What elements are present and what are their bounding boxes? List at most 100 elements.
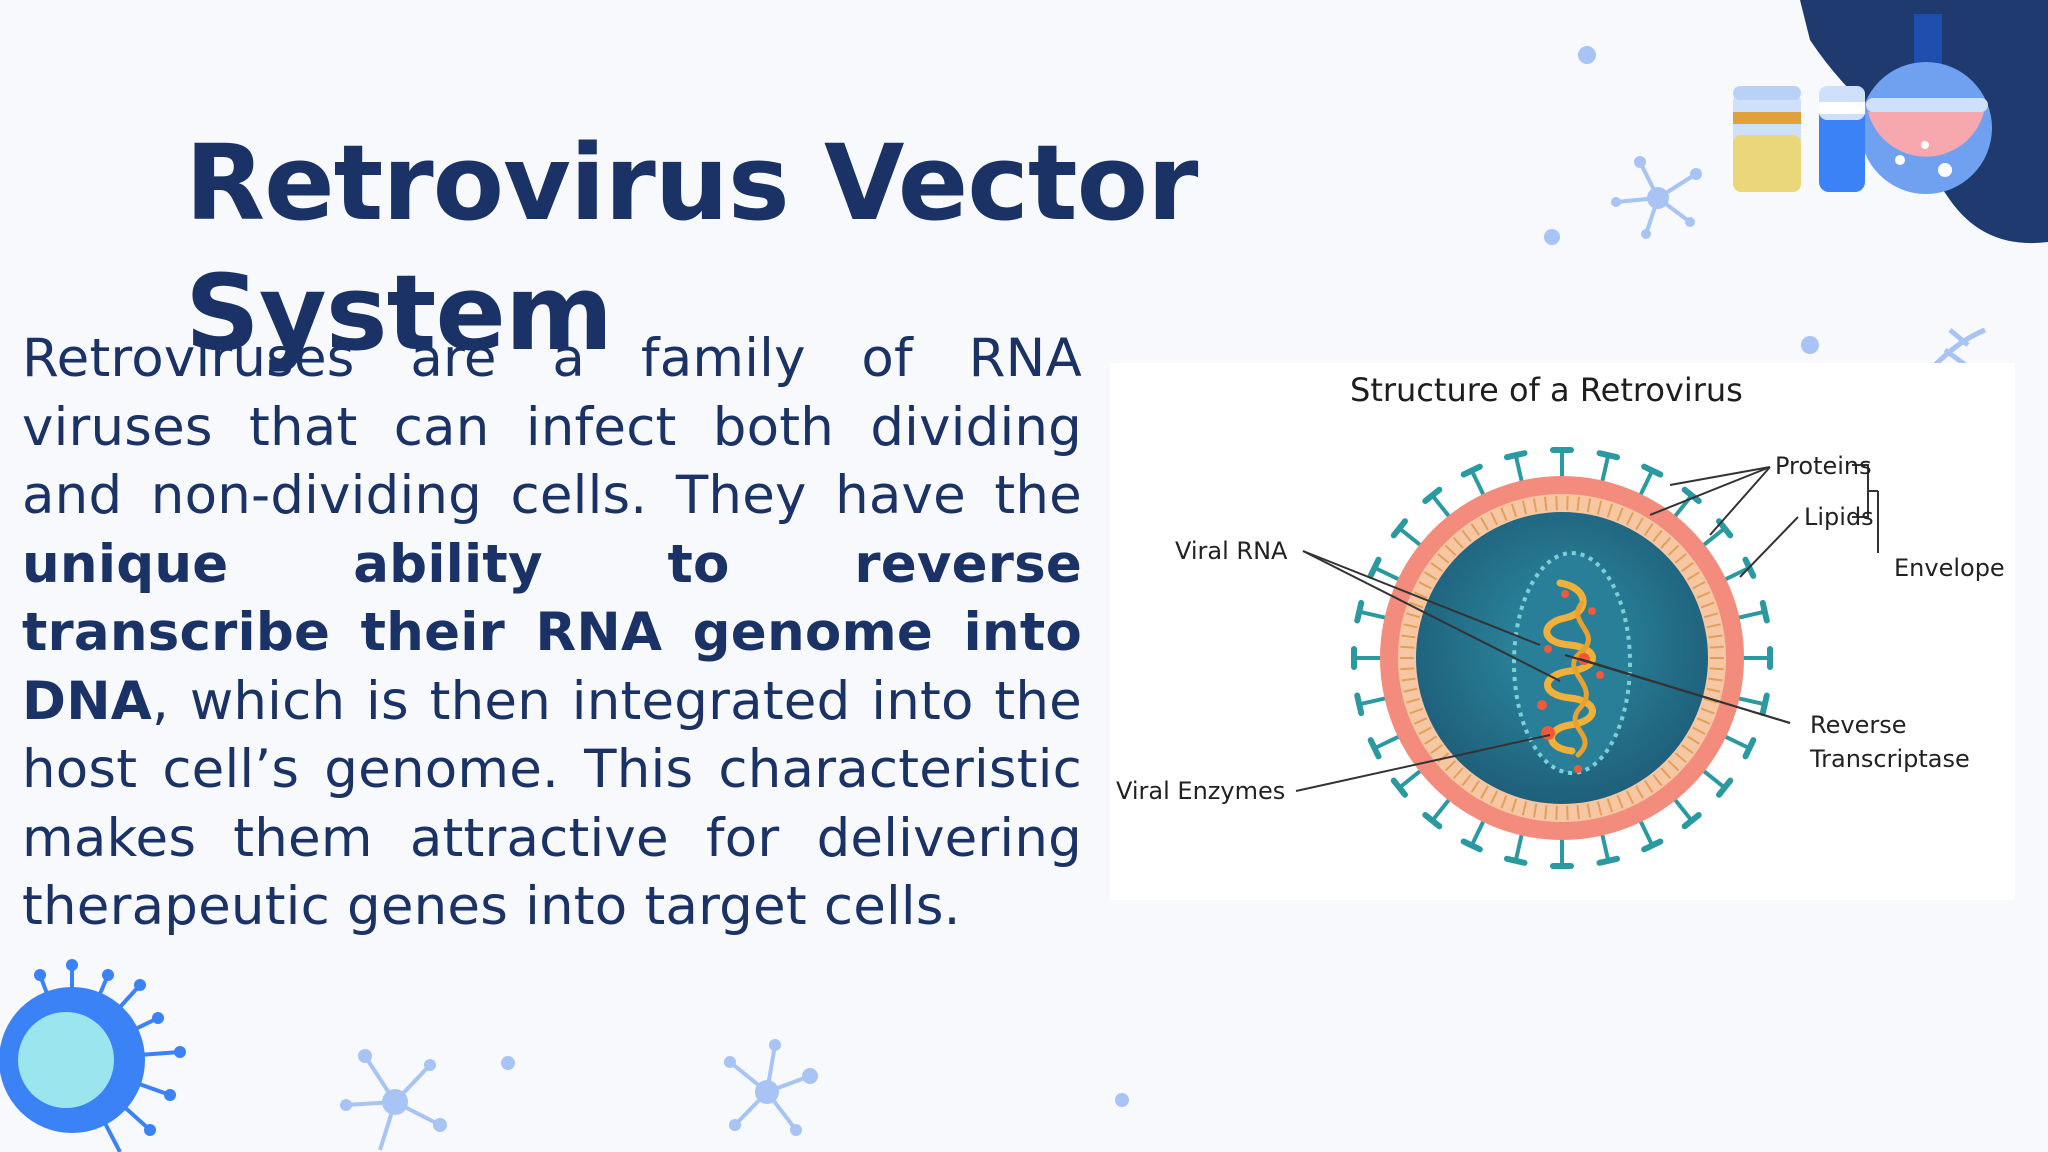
- lipid-tick: [1480, 785, 1489, 799]
- molecule-icon: [724, 1039, 818, 1136]
- lipid-tick: [1405, 697, 1421, 704]
- lipid-tick: [1660, 767, 1672, 780]
- label-transcriptase: Transcriptase: [1809, 745, 1970, 773]
- protein-spike-head: [1641, 463, 1664, 478]
- lipid-tick: [1400, 667, 1415, 671]
- retrovirus-figure: Structure of a Retrovirus: [1110, 363, 2015, 900]
- lipid-tick: [1418, 726, 1432, 735]
- lipid-tick: [1461, 774, 1472, 787]
- dot: [1544, 229, 1560, 245]
- page-title: Retrovirus Vector System: [185, 122, 1198, 374]
- dot: [1115, 1093, 1129, 1107]
- lipid-tick: [1703, 697, 1719, 704]
- protein-spike-head: [1367, 556, 1382, 579]
- lipid-tick: [1706, 687, 1721, 693]
- label-viral-enzymes: Viral Enzymes: [1116, 777, 1285, 805]
- lipid-tick: [1480, 517, 1489, 531]
- viral-rna-strand: [1543, 579, 1596, 755]
- protein-spike-head: [1742, 737, 1757, 760]
- molecule-icon: [1611, 156, 1702, 239]
- paragraph-text: Retroviruses are a family of RNA viruses…: [22, 328, 1082, 526]
- lipid-tick: [1616, 507, 1624, 522]
- protein-spike-head: [1422, 486, 1443, 504]
- protein-spike-head: [1503, 855, 1528, 866]
- lipid-tick: [1452, 536, 1464, 549]
- protein-spike-head: [1390, 518, 1408, 539]
- molecule-icon: [340, 1049, 447, 1151]
- lipid-tick: [1635, 785, 1644, 799]
- lipid-tick: [1500, 507, 1508, 522]
- dot: [1801, 336, 1819, 354]
- protein-spike-head: [1460, 463, 1483, 478]
- lipid-tick: [1660, 536, 1672, 549]
- lipid-tick: [1532, 498, 1538, 513]
- lipid-tick: [1692, 726, 1706, 735]
- lipid-tick: [1452, 767, 1464, 780]
- lipid-tick: [1470, 780, 1481, 793]
- lipid-tick: [1635, 517, 1644, 531]
- lipid-tick: [1418, 581, 1432, 590]
- lipid-tick: [1643, 780, 1654, 793]
- lipid-tick: [1403, 623, 1418, 629]
- lipid-tick: [1652, 774, 1663, 787]
- lipid-tick: [1625, 511, 1634, 526]
- label-leader-lines: [1295, 464, 1879, 792]
- dot: [1578, 46, 1596, 64]
- lipid-tick: [1424, 571, 1438, 581]
- lipid-tick: [1470, 523, 1481, 536]
- label-reverse: Reverse: [1810, 711, 1906, 739]
- virus-icon: [0, 959, 186, 1152]
- lipid-tick: [1413, 717, 1428, 725]
- lipid-tick: [1576, 805, 1580, 820]
- protein-spike-head: [1390, 777, 1408, 798]
- lipid-tick: [1709, 645, 1724, 649]
- lipid-tick: [1430, 744, 1443, 755]
- lipid-tick: [1401, 677, 1416, 682]
- lipid-tick: [1674, 553, 1687, 564]
- lipid-tick: [1708, 634, 1723, 639]
- lipid-tick: [1606, 798, 1614, 813]
- lipid-tick: [1696, 591, 1711, 599]
- paragraph-emphasis: unique ability to reverse transcribe the…: [22, 533, 1082, 732]
- retrovirus-diagram: Structure of a Retrovirus: [1116, 371, 2005, 869]
- lipid-tick: [1586, 498, 1592, 513]
- protein-spike-head: [1596, 450, 1621, 461]
- lipid-tick: [1606, 503, 1614, 518]
- protein-spike-head: [1460, 838, 1483, 853]
- lipid-tick: [1674, 752, 1687, 763]
- test-tubes-icon: [1733, 86, 1865, 192]
- label-viral-rna: Viral RNA: [1175, 537, 1288, 565]
- lipid-tick: [1409, 707, 1424, 715]
- lipid-tick: [1413, 591, 1428, 599]
- lipid-tick: [1686, 735, 1700, 745]
- lipid-tick: [1576, 496, 1580, 511]
- lipid-tick: [1510, 798, 1518, 813]
- paragraph-text-end: , which is then integrated into the host…: [22, 670, 1082, 938]
- lipid-tick: [1596, 500, 1603, 515]
- lipid-tick: [1444, 760, 1457, 772]
- protein-spike-head: [1759, 599, 1770, 624]
- lipid-tick: [1544, 496, 1548, 511]
- body-paragraph: Retroviruses are a family of RNA viruses…: [22, 325, 1082, 942]
- lipid-tick: [1700, 707, 1715, 715]
- lipid-tick: [1681, 561, 1694, 572]
- lipid-tick: [1500, 794, 1508, 809]
- dot: [501, 1056, 515, 1070]
- lipid-tick: [1696, 717, 1711, 725]
- lipid-tick: [1424, 735, 1438, 745]
- protein-spike-head: [1681, 812, 1702, 830]
- figure-title: Structure of a Retrovirus: [1350, 371, 1743, 409]
- lipid-tick: [1652, 529, 1663, 542]
- protein-spike-head: [1422, 812, 1443, 830]
- protein-spike-head: [1354, 692, 1365, 717]
- lipid-tick: [1521, 500, 1528, 515]
- lipid-tick: [1596, 801, 1603, 816]
- lipid-tick: [1532, 803, 1538, 818]
- lipid-tick: [1681, 744, 1694, 755]
- lipid-tick: [1490, 511, 1499, 526]
- protein-spike-head: [1367, 737, 1382, 760]
- lipid-tick: [1521, 801, 1528, 816]
- lipid-tick: [1461, 529, 1472, 542]
- lipid-tick: [1692, 581, 1706, 590]
- lipid-tick: [1700, 601, 1715, 609]
